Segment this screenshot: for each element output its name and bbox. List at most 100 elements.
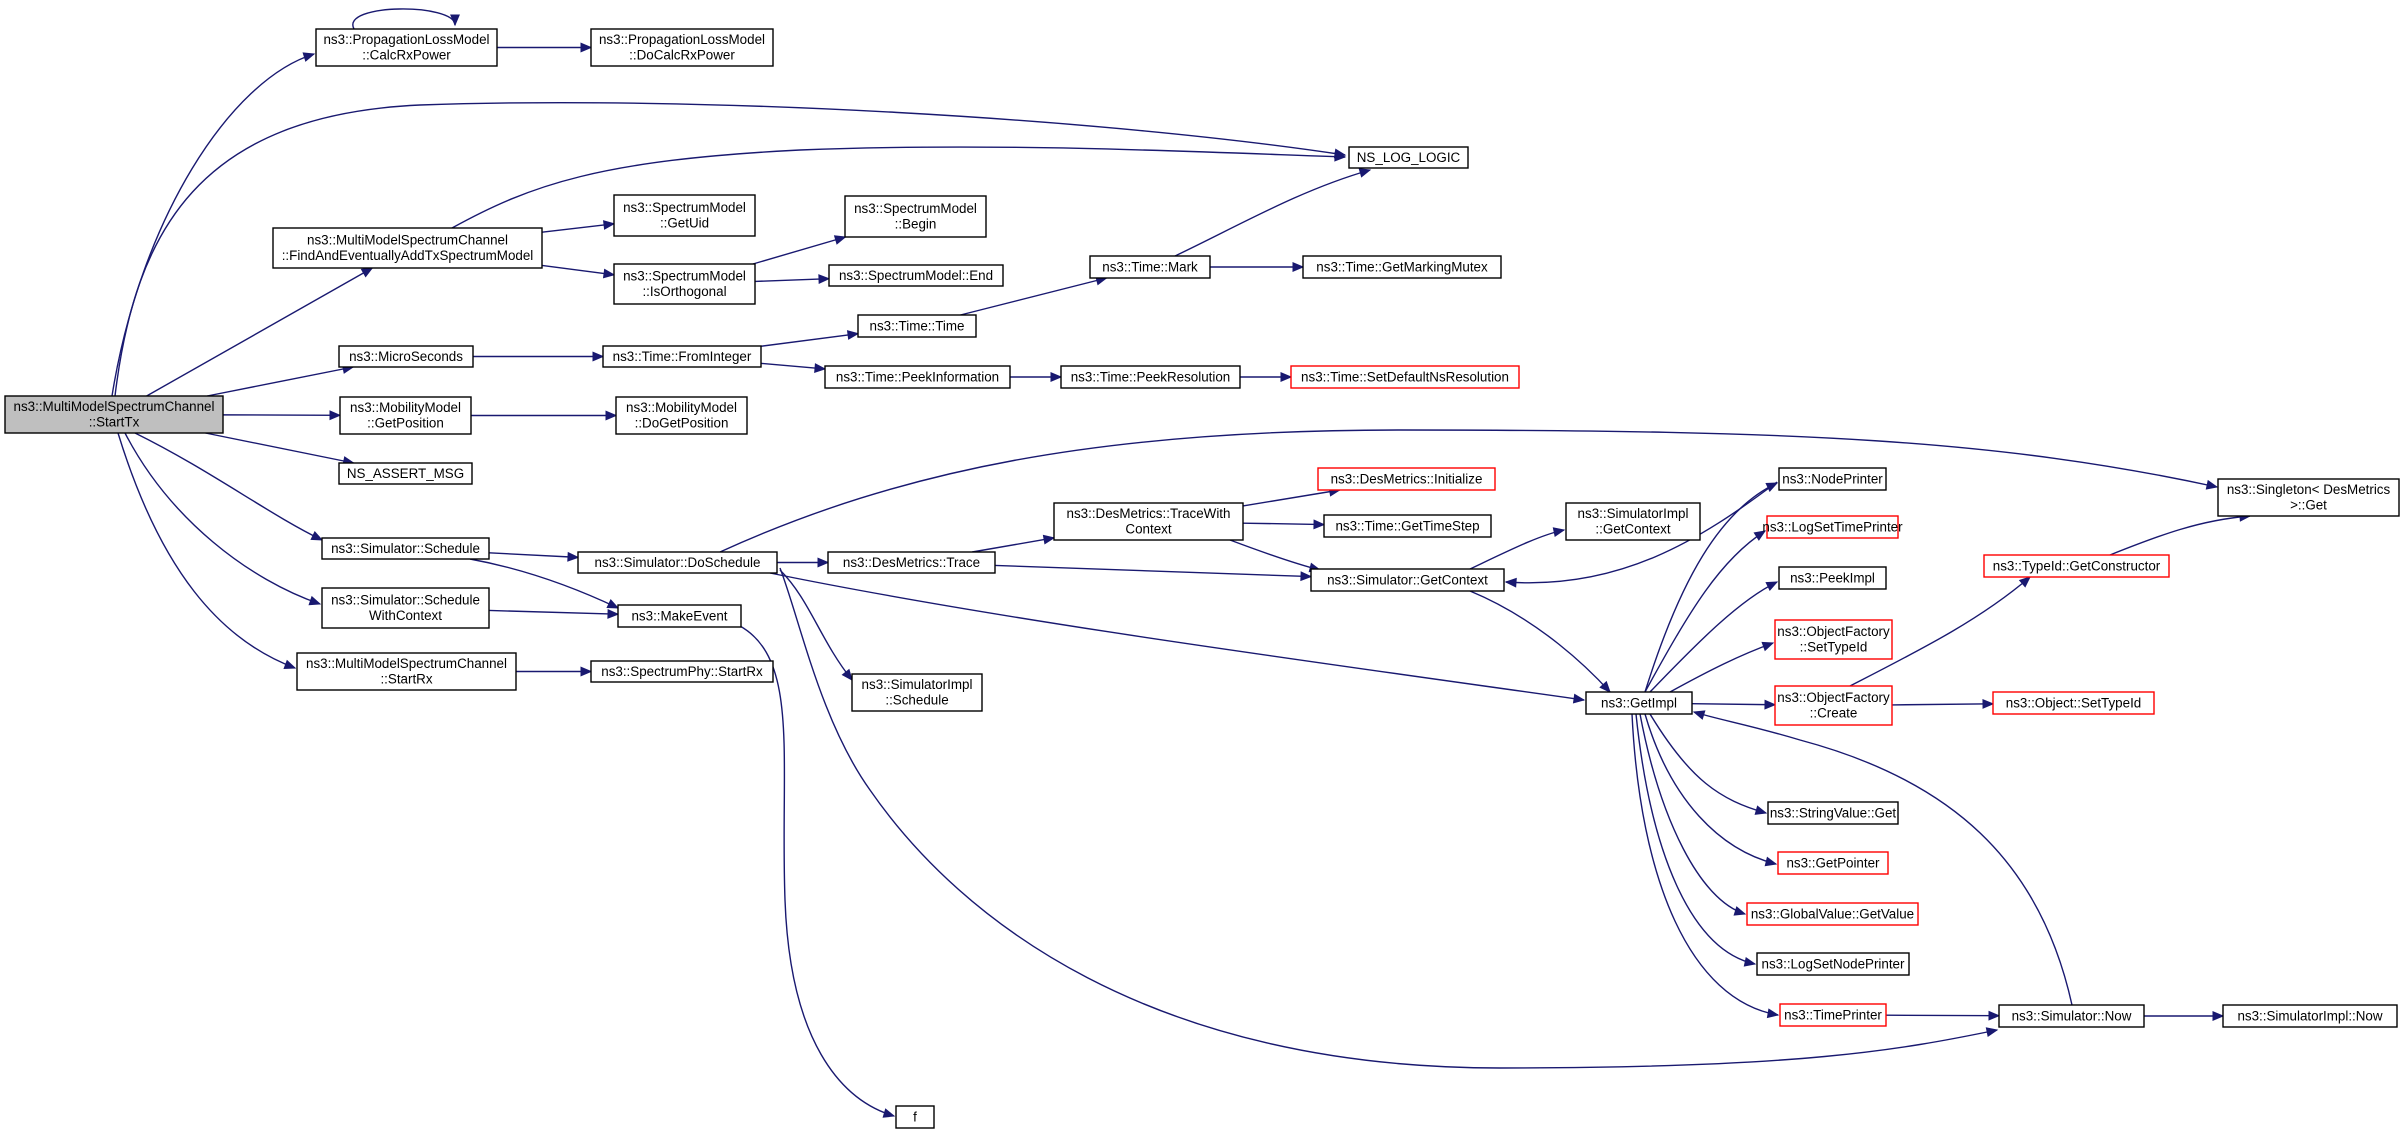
node-phystartrx[interactable]: ns3::SpectrumPhy::StartRx xyxy=(590,660,774,683)
node-micro[interactable]: ns3::MicroSeconds xyxy=(338,345,474,368)
node-desinit[interactable]: ns3::DesMetrics::Initialize xyxy=(1317,467,1496,491)
arrowhead-trace-to-simgetctx xyxy=(1300,571,1313,582)
node-label: ns3::DesMetrics::Trace xyxy=(843,555,980,570)
node-objsettype[interactable]: ns3::Object::SetTypeId xyxy=(1992,691,2155,715)
node-box xyxy=(1998,1004,2145,1028)
node-startrx[interactable]: ns3::MultiModelSpectrumChannel::StartRx xyxy=(296,652,517,691)
node-schedule[interactable]: ns3::Simulator::Schedule xyxy=(321,537,490,560)
node-peekres[interactable]: ns3::Time::PeekResolution xyxy=(1060,365,1241,389)
node-simnow[interactable]: ns3::Simulator::Now xyxy=(1998,1004,2145,1028)
node-label: NS_ASSERT_MSG xyxy=(347,466,464,481)
node-isorth[interactable]: ns3::SpectrumModel::IsOrthogonal xyxy=(613,263,756,305)
node-setdefault[interactable]: ns3::Time::SetDefaultNsResolution xyxy=(1290,365,1520,389)
edge-tracewc-to-simgetctx xyxy=(1229,539,1321,571)
node-timemark[interactable]: ns3::Time::Mark xyxy=(1089,255,1211,279)
node-makeevent[interactable]: ns3::MakeEvent xyxy=(617,604,742,628)
node-label: ns3::LogSetNodePrinter xyxy=(1762,956,1905,971)
node-box xyxy=(1779,1003,1887,1027)
arrowhead-starttx-to-schedwc xyxy=(308,595,322,606)
node-label: ns3::Simulator::GetContext xyxy=(1327,572,1488,587)
edge-ofcreate-to-objsettype xyxy=(1891,703,1994,706)
node-label: ::DoGetPosition xyxy=(635,416,729,431)
arrowhead-getimpl-to-getpointer xyxy=(1764,856,1778,867)
node-doschedule[interactable]: ns3::Simulator::DoSchedule xyxy=(577,551,778,574)
node-label: ::SetTypeId xyxy=(1800,640,1868,655)
node-stringget[interactable]: ns3::StringValue::Get xyxy=(1767,801,1899,825)
edge-findadd-to-nslog xyxy=(451,146,1346,229)
edge-trace-to-simgetctx xyxy=(994,564,1312,578)
node-label: ::IsOrthogonal xyxy=(642,284,726,299)
node-dogetpos[interactable]: ns3::MobilityModel::DoGetPosition xyxy=(615,396,748,435)
node-box xyxy=(2217,478,2400,517)
node-simgetctx[interactable]: ns3::Simulator::GetContext xyxy=(1310,568,1505,592)
node-label: ns3::MobilityModel xyxy=(626,400,737,415)
node-label: ns3::Time::PeekResolution xyxy=(1071,369,1231,384)
node-peekinfo[interactable]: ns3::Time::PeekInformation xyxy=(824,365,1011,389)
node-implnow[interactable]: ns3::SimulatorImpl::Now xyxy=(2222,1004,2398,1028)
node-nsassert[interactable]: NS_ASSERT_MSG xyxy=(338,462,473,485)
node-box xyxy=(613,263,756,305)
node-peekimpl[interactable]: ns3::PeekImpl xyxy=(1778,566,1887,590)
node-findadd[interactable]: ns3::MultiModelSpectrumChannel::FindAndE… xyxy=(272,227,543,269)
node-implgetctx[interactable]: ns3::SimulatorImpl::GetContext xyxy=(1565,502,1701,541)
node-box xyxy=(828,264,1004,287)
node-ofsettype[interactable]: ns3::ObjectFactory::SetTypeId xyxy=(1774,619,1893,660)
node-label: ns3::MobilityModel xyxy=(350,400,461,415)
node-docalcrx[interactable]: ns3::PropagationLossModel::DoCalcRxPower xyxy=(590,28,774,67)
node-box xyxy=(895,1105,935,1129)
edge-schedule-to-makeevent xyxy=(469,558,619,609)
arrowhead-getimpl-to-peekimpl xyxy=(1765,581,1779,592)
node-starttx[interactable]: ns3::MultiModelSpectrumChannel::StartTx xyxy=(4,395,224,434)
edge-isorth-to-smbegin xyxy=(752,236,846,265)
arrowhead-getimpl-to-ofsettype xyxy=(1761,641,1775,652)
node-label: ::GetPosition xyxy=(367,416,444,431)
node-globalget[interactable]: ns3::GlobalValue::GetValue xyxy=(1746,902,1919,926)
node-ofcreate[interactable]: ns3::ObjectFactory::Create xyxy=(1774,685,1893,726)
node-label: ns3::MultiModelSpectrumChannel xyxy=(307,233,508,248)
node-box xyxy=(827,551,996,574)
node-label: f xyxy=(913,1109,917,1124)
arrowhead-calcrx-to-docalcrx xyxy=(580,42,593,53)
arrowhead-getpos-to-dogetpos xyxy=(605,410,618,421)
node-label: ns3::DesMetrics::TraceWith xyxy=(1067,506,1231,521)
node-getmarking[interactable]: ns3::Time::GetMarkingMutex xyxy=(1302,255,1502,279)
node-smbegin[interactable]: ns3::SpectrumModel::Begin xyxy=(844,195,987,238)
node-getpos[interactable]: ns3::MobilityModel::GetPosition xyxy=(339,396,472,435)
node-timetime[interactable]: ns3::Time::Time xyxy=(857,314,977,338)
node-getimpl[interactable]: ns3::GetImpl xyxy=(1585,691,1693,715)
node-gettimestep[interactable]: ns3::Time::GetTimeStep xyxy=(1323,514,1492,538)
node-f[interactable]: f xyxy=(895,1105,935,1129)
node-calcrx[interactable]: ns3::PropagationLossModel::CalcRxPower xyxy=(315,28,498,67)
arrowhead-micro-to-frominteger xyxy=(592,351,605,362)
node-logsetnode[interactable]: ns3::LogSetNodePrinter xyxy=(1756,952,1910,976)
node-timeprinter[interactable]: ns3::TimePrinter xyxy=(1779,1003,1887,1027)
node-logsettime[interactable]: ns3::LogSetTimePrinter xyxy=(1762,515,1903,539)
edge-starttx-to-startrx xyxy=(117,432,296,669)
node-getctor[interactable]: ns3::TypeId::GetConstructor xyxy=(1983,554,2170,578)
arrowhead-starttx-to-startrx xyxy=(283,659,297,669)
node-box xyxy=(321,587,490,629)
edge-findadd-to-getuid xyxy=(541,223,615,233)
node-box xyxy=(602,345,762,368)
node-label: ns3::SpectrumModel xyxy=(623,269,746,284)
node-frominteger[interactable]: ns3::Time::FromInteger xyxy=(602,345,762,368)
node-box xyxy=(824,365,1011,389)
node-getuid[interactable]: ns3::SpectrumModel::GetUid xyxy=(613,194,756,237)
node-singleton[interactable]: ns3::Singleton< DesMetrics >::Get xyxy=(2217,478,2400,517)
arrowhead-findadd-to-nslog xyxy=(1334,151,1347,162)
node-label: ns3::SpectrumModel xyxy=(623,200,746,215)
edge-calcrx-to-calcrx xyxy=(352,8,456,30)
node-nslog[interactable]: NS_LOG_LOGIC xyxy=(1348,146,1469,169)
node-smend[interactable]: ns3::SpectrumModel::End xyxy=(828,264,1004,287)
node-getpointer[interactable]: ns3::GetPointer xyxy=(1777,851,1889,875)
arrowhead-getimpl-to-logsetnode xyxy=(1743,956,1757,967)
node-implsched[interactable]: ns3::SimulatorImpl::Schedule xyxy=(851,673,983,712)
node-nodeprinter[interactable]: ns3::NodePrinter xyxy=(1778,467,1887,491)
node-trace[interactable]: ns3::DesMetrics::Trace xyxy=(827,551,996,574)
arrowhead-findadd-to-isorth xyxy=(602,268,616,279)
node-box xyxy=(1777,851,1889,875)
arrowhead-timemark-to-nslog xyxy=(1358,168,1372,178)
node-label: ns3::Time::SetDefaultNsResolution xyxy=(1301,369,1509,384)
